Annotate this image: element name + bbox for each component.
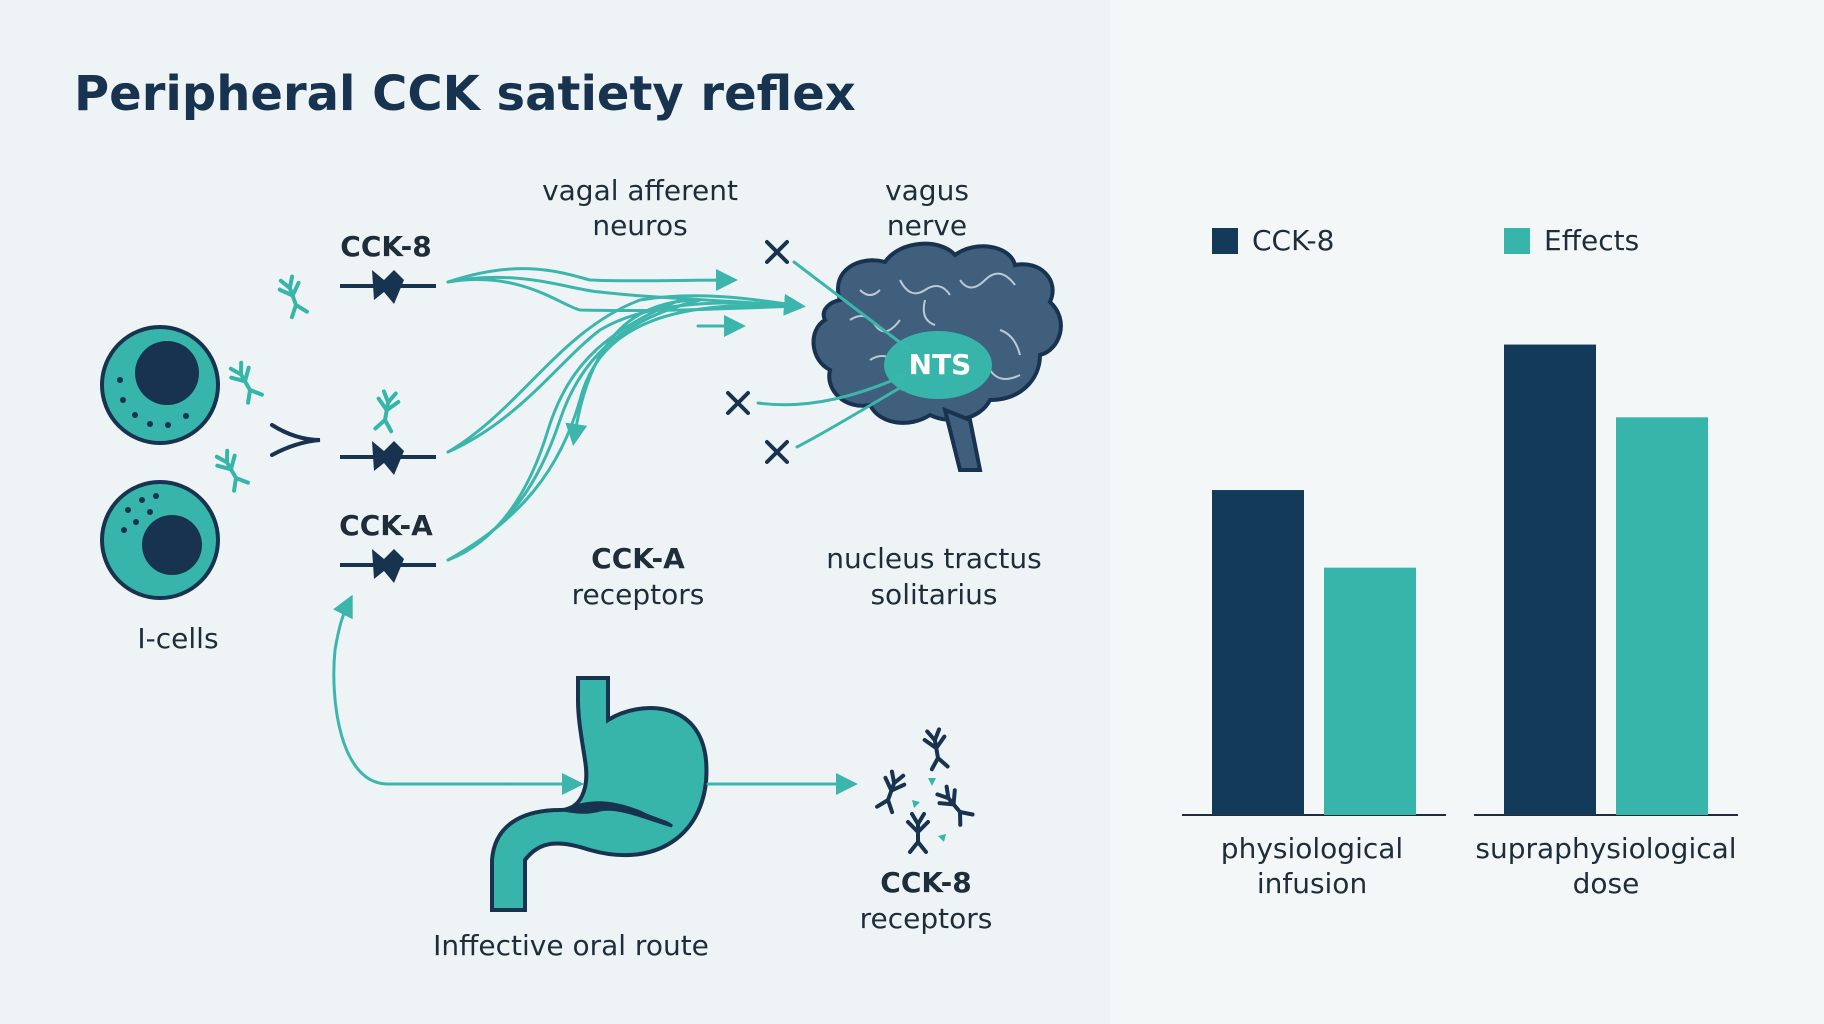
cck-a-receptors-label-line2: receptors <box>572 578 705 611</box>
i-cells-label: I-cells <box>137 622 218 655</box>
input-arrow <box>795 383 907 449</box>
fragment-shards <box>912 778 946 842</box>
i-cell-bottom <box>100 480 220 600</box>
bar-chart: CCK-8 Effects physiological infusion sup… <box>1182 224 1738 900</box>
receptor-icon <box>338 268 438 306</box>
vagal-afferent-label-line2: neuros <box>592 209 687 242</box>
vagus-nerve-label-line1: vagus <box>885 174 969 207</box>
fragment-branch-icon <box>906 812 930 854</box>
nts-caption-line1: nucleus tractus <box>826 542 1041 575</box>
nts-label: NTS <box>909 348 972 381</box>
bar-cck-8-1 <box>1504 344 1596 815</box>
cck8-receptors-label-line2: receptors <box>860 902 993 935</box>
nts-caption-line2: solitarius <box>870 578 997 611</box>
vagal-afferent-pathways <box>446 267 806 562</box>
fragment-branch-icon <box>873 768 909 815</box>
bar-cck-8-0 <box>1212 490 1304 815</box>
legend-label-cck8: CCK-8 <box>1252 224 1334 257</box>
receptor-icon <box>338 439 438 477</box>
cck-a-receptors-label-line1: CCK-A <box>591 542 685 575</box>
input-arrow <box>792 260 912 352</box>
cck8-receptors-label-line1: CCK-8 <box>880 866 971 899</box>
fragment-branch-icon <box>921 726 952 772</box>
i-cell-top <box>100 325 220 445</box>
blocked-x-icon <box>765 240 789 264</box>
signal-branch-icon <box>225 358 266 406</box>
cck8-label: CCK-8 <box>340 230 431 263</box>
oral-route-label: Inffective oral route <box>433 929 709 962</box>
vagus-nerve-label-line2: nerve <box>887 209 967 242</box>
blocked-x-icon <box>765 440 789 464</box>
category-label-line1: supraphysiological <box>1475 832 1736 865</box>
legend-swatch-effects <box>1504 228 1530 254</box>
signal-branch-icon <box>275 273 311 320</box>
release-arrow-icon <box>270 423 321 457</box>
fragment-branch-icon <box>932 782 977 829</box>
stomach-icon <box>490 676 709 912</box>
signal-branch-icon <box>211 446 252 494</box>
category-label-line2: dose <box>1573 867 1640 900</box>
bar-effects-0 <box>1324 567 1416 815</box>
cck-a-label: CCK-A <box>339 509 433 542</box>
category-label-line2: infusion <box>1257 867 1367 900</box>
bar-effects-1 <box>1616 417 1708 815</box>
receptor-icon <box>338 547 438 585</box>
signal-branch-icon <box>371 388 402 434</box>
category-label-line1: physiological <box>1221 832 1403 865</box>
input-arrow <box>756 373 907 407</box>
figure-title: Peripheral CCK satiety reflex <box>74 66 856 122</box>
oral-route-feedback-arrow <box>332 594 580 786</box>
legend-label-effects: Effects <box>1544 224 1639 257</box>
legend-swatch-cck8 <box>1212 228 1238 254</box>
blocked-x-icon <box>726 391 750 415</box>
vagal-afferent-label-line1: vagal afferent <box>542 174 738 207</box>
